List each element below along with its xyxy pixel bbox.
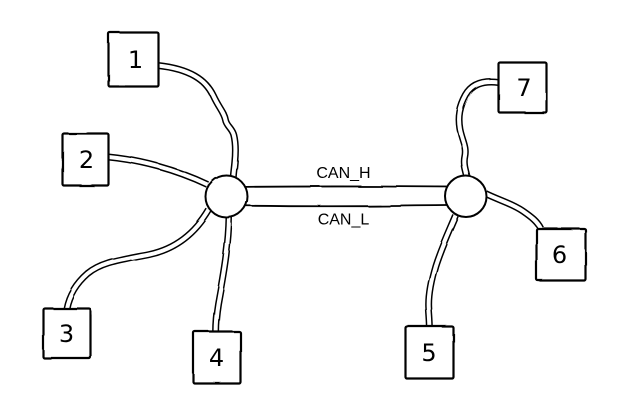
wire-node-7: [455, 78, 499, 178]
node-box-1: [107, 31, 160, 88]
wire-node-5: [425, 214, 459, 327]
wire-node-1: [157, 62, 239, 178]
wire-node-2: [108, 153, 210, 188]
wire-node-6: [483, 190, 544, 231]
node-label-5: 5: [421, 339, 436, 367]
node-box-3: [42, 307, 92, 360]
node-label-7: 7: [516, 74, 531, 102]
bus-label-can-h: CAN_H: [316, 165, 370, 182]
bus-label-can-l: CAN_L: [318, 212, 370, 229]
node-label-2: 2: [79, 146, 94, 174]
node-box-4: [192, 330, 242, 385]
node-label-3: 3: [59, 320, 74, 348]
node-label-1: 1: [128, 46, 143, 74]
left-hub-circle: [204, 174, 249, 219]
wire-node-4: [212, 216, 233, 332]
right-hub-circle: [444, 175, 488, 218]
node-box-2: [61, 132, 110, 187]
wire-node-3: [63, 207, 212, 310]
node-box-5: [404, 325, 455, 380]
node-box-6: [535, 227, 587, 282]
node-label-6: 6: [552, 241, 567, 269]
bus-line-can-h: [235, 185, 457, 188]
node-box-7: [497, 61, 548, 114]
diagram-shapes: [42, 31, 587, 385]
bus-line-can-l: [235, 204, 457, 208]
node-label-4: 4: [209, 344, 224, 372]
